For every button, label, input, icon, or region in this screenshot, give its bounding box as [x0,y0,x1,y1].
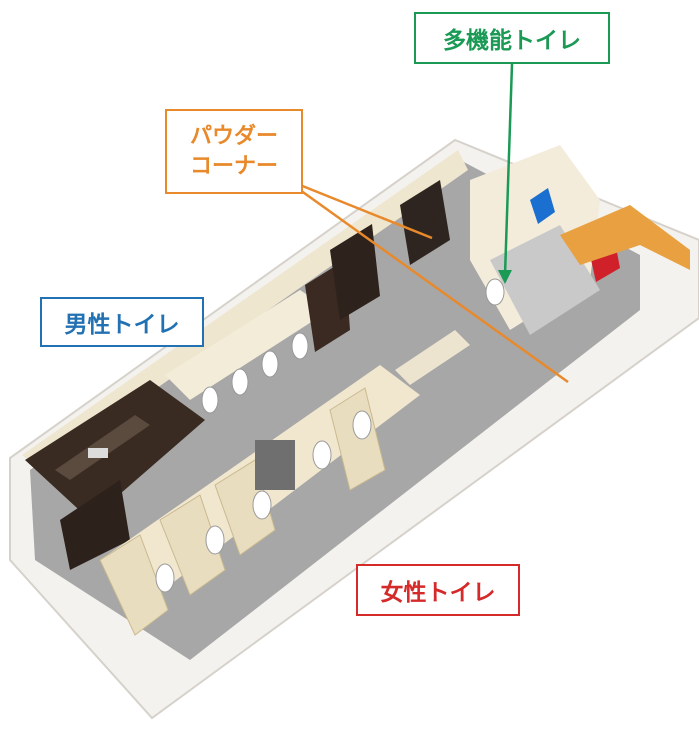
powder-leader-line-2 [299,188,569,384]
multipurpose-toilet-label: 多機能トイレ [414,12,610,64]
men-partition-dark [60,480,130,570]
men-sink [88,448,108,458]
womens-toilet-text: 女性トイレ [380,580,496,606]
powder-corner-text-line2: コーナー [189,153,278,179]
blue-door [530,188,555,224]
multipurpose-toilet [485,278,505,306]
powder-leader-line-1 [299,183,433,240]
urinals [201,332,309,414]
orange-corridor [560,205,690,270]
powder-counter [395,330,470,385]
women-stall-doors [99,387,386,636]
powder-corner-label: パウダー コーナー [165,109,303,194]
womens-toilet-label: 女性トイレ [356,564,520,616]
women-toilets [155,410,372,593]
powder-corner-text-line1: パウダー [189,123,278,149]
janitor-closet [255,440,295,490]
mens-toilet-text: 男性トイレ [64,312,180,338]
mens-toilet-label: 男性トイレ [40,297,204,347]
men-wash-counter [55,415,150,480]
men-urinal-wall [165,290,330,400]
multipurpose-arrowhead [498,270,512,284]
powder-dark-panel [400,180,450,265]
multipurpose-leader-line [503,63,514,276]
men-dark-partition-2 [330,224,380,320]
men-vestibule [25,380,205,520]
multipurpose-toilet-text: 多機能トイレ [443,28,581,54]
